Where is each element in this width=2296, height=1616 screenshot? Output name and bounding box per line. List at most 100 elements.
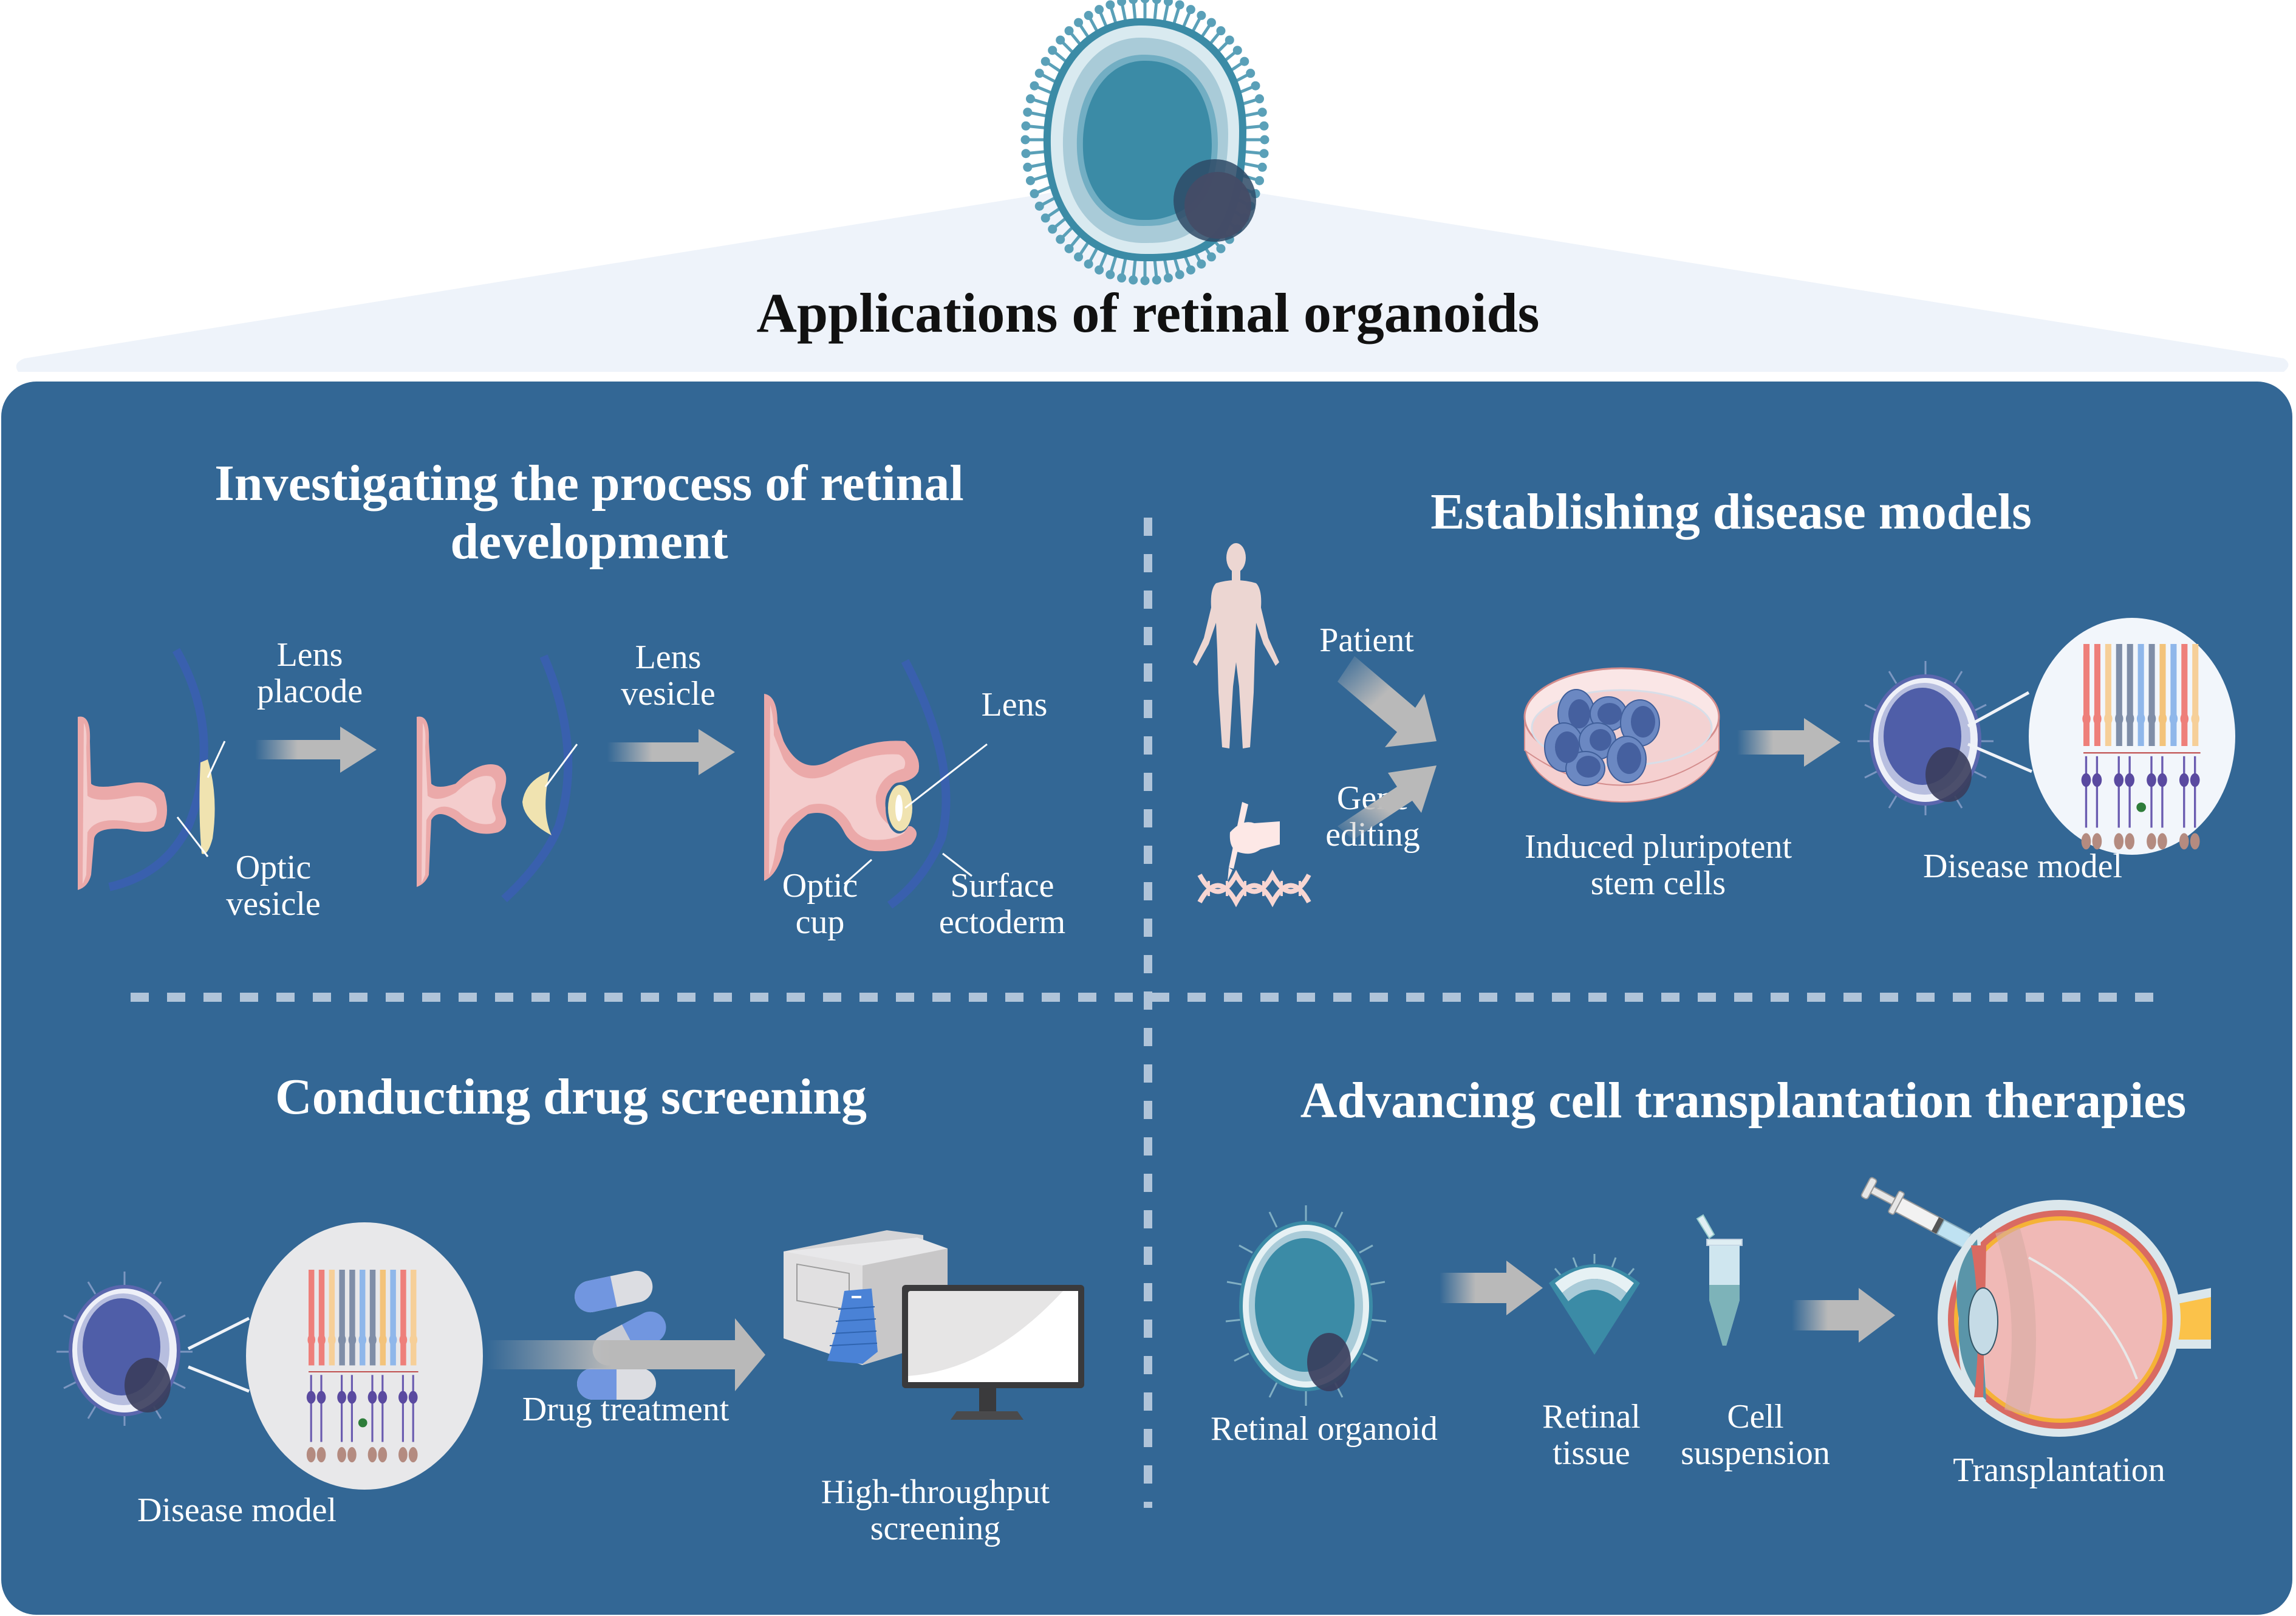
label-retinal-organoid: Retinal organoid (1211, 1410, 1438, 1448)
arrow-organoid-to-tissue (1440, 1261, 1543, 1315)
organoid-spike-tip (1074, 252, 1084, 262)
ganglion-cell (316, 1447, 326, 1463)
label-lens: Lens (981, 686, 1048, 724)
photoreceptor-nucleus (409, 1334, 418, 1346)
organoid-spike-tip (1048, 46, 1057, 55)
label-optic-vesicle: Optic vesicle (226, 849, 321, 923)
retinal-organoid-icon (1020, 0, 1269, 286)
photoreceptor-nucleus (2126, 713, 2134, 725)
organoid-spike-tip (1034, 201, 1044, 211)
bipolar-nucleus (2081, 773, 2091, 787)
organoid-spike-tip (1056, 35, 1065, 45)
organoid-spike-tip (1084, 259, 1093, 269)
label-drug-treatment: Drug treatment (522, 1391, 729, 1428)
organoid-spike-tip (1117, 273, 1127, 283)
optic-cup-illustration (764, 659, 988, 909)
organoid-spike-tip (1095, 5, 1104, 15)
organoid-spike-tip (1030, 189, 1039, 199)
ganglion-cell (2179, 833, 2189, 850)
photoreceptor-nucleus (358, 1334, 367, 1346)
development-title-line2: development (450, 513, 728, 570)
organoid-spike-tip (1064, 26, 1074, 36)
photoreceptor (369, 1270, 376, 1366)
optic-vesicle-illustration (78, 648, 226, 891)
photoreceptor-nucleus (2082, 713, 2091, 725)
photoreceptor-nucleus (2180, 713, 2189, 725)
photoreceptor (2094, 644, 2100, 746)
organoid-spike-tip (1232, 46, 1242, 55)
photoreceptor (360, 1270, 366, 1366)
retinal-tissue-icon (1549, 1254, 1640, 1355)
photoreceptor (318, 1270, 325, 1366)
organoid-spike-tip (1216, 244, 1226, 253)
organoid-spike-tip (1025, 176, 1035, 185)
ganglion-cell (2158, 833, 2167, 850)
label-high-throughput-screening: High-throughput screening (821, 1473, 1050, 1547)
photoreceptor-nucleus (379, 1334, 387, 1346)
photoreceptor (2148, 644, 2155, 746)
organoid-spike-tip (1175, 270, 1184, 279)
ganglion-cell (2190, 833, 2200, 850)
arrow-patient-to-ipsc (1338, 656, 1437, 840)
vertical-divider (1144, 518, 1152, 1508)
bipolar-nucleus (2092, 773, 2102, 787)
arrow-stage1-to-stage2 (255, 727, 377, 773)
disease-model-retina-zoom (1967, 618, 2235, 855)
patient-icon (1193, 543, 1279, 748)
organoid-spike-tip (1023, 108, 1033, 117)
organoid-spike-tip (1021, 149, 1031, 159)
bipolar-nucleus (2158, 773, 2167, 787)
organoid-spike-tip (1251, 81, 1260, 91)
bipolar-nucleus (378, 1391, 388, 1404)
organoid-spike-tip (1095, 265, 1104, 275)
photoreceptor-nucleus (328, 1334, 336, 1346)
photoreceptor-nucleus (318, 1334, 326, 1346)
organoid-spike-tip (1025, 94, 1035, 104)
organoid-spike-tip (1040, 56, 1050, 66)
organoid-spike-tip (1140, 276, 1150, 286)
organoid-spike-tip (1105, 270, 1115, 279)
photoreceptor (309, 1270, 315, 1366)
organoid-spike-tip (1074, 18, 1084, 27)
retinal-organoid-icon-q4 (1225, 1205, 1387, 1406)
organoid-spike-tip (1056, 235, 1065, 244)
bipolar-nucleus (2147, 773, 2156, 787)
ganglion-cell (378, 1447, 388, 1463)
organoid-spike-tip (1197, 10, 1206, 20)
bipolar-nucleus (408, 1391, 418, 1404)
organoid-spike-tip (1152, 0, 1161, 4)
amacrine-cell (358, 1418, 367, 1428)
organoid-spike-tip (1163, 273, 1173, 283)
photoreceptor (390, 1270, 396, 1366)
disease-model-organoid-icon (1857, 661, 1994, 815)
arrow-stage2-to-stage3 (607, 729, 735, 775)
organoid-spike-tip (1186, 5, 1195, 15)
ipsc-petri-dish-icon (1523, 667, 1720, 803)
label-disease-model-q2: Disease model (1922, 847, 2123, 885)
ganglion-cell (2147, 833, 2156, 850)
organoid-spike-tip (1034, 69, 1044, 78)
organoid-spike-tip (1064, 244, 1074, 253)
ganglion-cell (2092, 833, 2102, 850)
label-lens-placode: Lens placode (256, 636, 363, 710)
photoreceptor (411, 1270, 417, 1366)
organoid-spike-tip (1140, 0, 1150, 4)
label-optic-cup: Optic cup (782, 867, 858, 941)
label-disease-model-q3: Disease model (137, 1491, 337, 1529)
photoreceptor-nucleus (2158, 713, 2167, 725)
gene-editing-icon (1197, 802, 1311, 908)
organoid-spike-tip (1021, 121, 1031, 131)
amacrine-cell (2136, 802, 2147, 812)
organoid-spike-tip (1246, 69, 1256, 78)
disease-models-title: Establishing disease models (1430, 484, 2032, 540)
high-throughput-screening-icon (784, 1230, 1084, 1420)
photoreceptor-nucleus (369, 1334, 377, 1346)
organoid-spike-tip (1040, 213, 1050, 223)
ganglion-cell (306, 1447, 316, 1463)
bipolar-nucleus (2114, 773, 2124, 787)
ganglion-cell (408, 1447, 418, 1463)
photoreceptor-nucleus (399, 1334, 408, 1346)
organoid-spike-tip (1175, 0, 1184, 10)
photoreceptor-nucleus (338, 1334, 346, 1346)
organoid-spike-tip (1255, 176, 1265, 185)
